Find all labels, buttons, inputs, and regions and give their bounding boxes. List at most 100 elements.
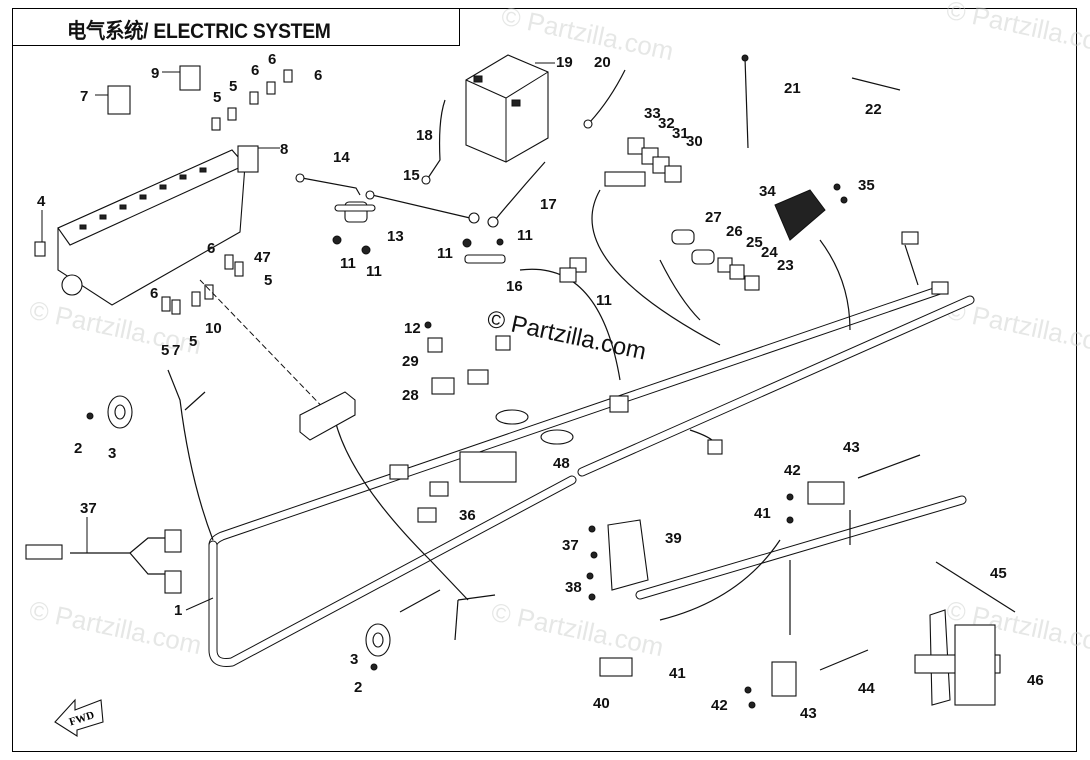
callout-6: 7 xyxy=(172,342,180,359)
relay-8 xyxy=(179,65,201,91)
callout-15: 16 xyxy=(506,278,523,295)
callout-3: 3 xyxy=(108,445,116,462)
callout-11: 12 xyxy=(404,320,421,337)
callout-25: 26 xyxy=(726,223,743,240)
callout-12: 13 xyxy=(387,228,404,245)
callout-38: 39 xyxy=(665,530,682,547)
callout-41: 41 xyxy=(754,505,771,522)
watermark: © Partzilla.com xyxy=(499,1,677,67)
relay-7 xyxy=(107,85,131,115)
diagram-frame xyxy=(12,8,1077,752)
callout-45: 46 xyxy=(1027,672,1044,689)
callout-43: 44 xyxy=(858,680,875,697)
callout-26: 27 xyxy=(705,209,722,226)
callout-7: 8 xyxy=(280,141,288,158)
callout-11: 11 xyxy=(437,245,453,262)
callout-11: 11 xyxy=(340,255,356,272)
callout-5: 5 xyxy=(229,78,237,95)
voltage-regulator xyxy=(774,183,848,241)
starter-solenoid xyxy=(332,201,376,255)
callout-2: 2 xyxy=(354,679,362,696)
callout-42: 43 xyxy=(800,705,817,722)
callout-6: 6 xyxy=(207,240,215,257)
misc-lower xyxy=(599,561,1016,706)
callout-22: 23 xyxy=(777,257,794,274)
fuse-relay-box xyxy=(34,65,336,421)
title-box: 电气系统/ ELECTRIC SYSTEM xyxy=(12,8,460,46)
callout-11: 11 xyxy=(366,263,382,280)
callout-4: 4 xyxy=(37,193,46,210)
callout-32: 33 xyxy=(644,105,661,122)
callout-11: 11 xyxy=(517,227,533,244)
callout-18: 19 xyxy=(556,54,573,71)
relay-7b xyxy=(237,145,259,173)
callout-8: 9 xyxy=(151,65,159,82)
callout-44: 45 xyxy=(990,565,1007,582)
callout-5: 5 xyxy=(213,89,221,106)
fuse-slots xyxy=(79,167,207,230)
callout-43: 43 xyxy=(843,439,860,456)
callout-5: 5 xyxy=(189,333,197,350)
callout-6: 6 xyxy=(314,67,322,84)
callout-1: 1 xyxy=(174,602,182,619)
callout-37: 38 xyxy=(565,579,582,596)
callout-9: 10 xyxy=(205,320,222,337)
callout-46: 47 xyxy=(254,249,271,266)
callout-33: 34 xyxy=(759,183,776,200)
fuse-block xyxy=(299,391,356,441)
horn-lower xyxy=(365,623,391,671)
callout-23: 24 xyxy=(761,244,778,261)
callout-20: 21 xyxy=(784,80,801,97)
callout-17: 18 xyxy=(416,127,433,144)
callout-40: 41 xyxy=(669,665,686,682)
callout-21: 22 xyxy=(865,101,882,118)
callout-6: 6 xyxy=(150,285,158,302)
fuse-4 xyxy=(34,241,46,257)
fwd-arrow-icon: FWD xyxy=(54,698,104,738)
terminal-block xyxy=(462,238,506,264)
speed-sensor-upper xyxy=(786,454,921,524)
callout-14: 15 xyxy=(403,167,420,184)
callout-6: 6 xyxy=(268,51,276,68)
callout-27: 28 xyxy=(402,387,419,404)
battery xyxy=(465,54,555,163)
callout-19: 20 xyxy=(594,54,611,71)
callout-35: 36 xyxy=(459,507,476,524)
callout-29: 30 xyxy=(686,133,703,150)
misc-connectors xyxy=(389,231,949,523)
callout-41: 42 xyxy=(711,697,728,714)
callout-34: 35 xyxy=(858,177,875,194)
callout-5: 5 xyxy=(161,342,169,359)
callout-39: 40 xyxy=(593,695,610,712)
watermarks: © Partzilla.com © Partzilla.com © Partzi… xyxy=(27,0,1090,662)
page-title: 电气系统/ ELECTRIC SYSTEM xyxy=(67,20,331,43)
callout-7: 7 xyxy=(80,88,88,105)
main-wire-harness xyxy=(167,189,975,667)
callout-36: 37 xyxy=(80,500,97,517)
callout-31: 32 xyxy=(658,115,675,132)
watermark: © Partzilla.com xyxy=(944,0,1090,60)
callout-13: 14 xyxy=(333,149,350,166)
callout-16: 17 xyxy=(540,196,557,213)
callout-3: 3 xyxy=(350,651,358,668)
horn-upper xyxy=(86,395,133,429)
ecu-module xyxy=(586,519,649,601)
battery-cables xyxy=(295,69,626,228)
callout-5: 5 xyxy=(264,272,272,289)
callout-47: 48 xyxy=(553,455,570,472)
callout-30: 31 xyxy=(672,125,689,142)
watermark: © Partzilla.com xyxy=(489,597,667,663)
callout-6: 6 xyxy=(251,62,259,79)
callout-10: 11 xyxy=(596,292,612,309)
callout-24: 25 xyxy=(746,234,763,251)
cable-tie xyxy=(741,54,901,149)
callout-42: 42 xyxy=(784,462,801,479)
callout-28: 29 xyxy=(402,353,419,370)
switch-wire-36 xyxy=(25,517,182,594)
switch-group xyxy=(671,229,760,291)
callouts: 1 2 2 3 3 4 5 5 5 5 5 6 6 6 6 6 7 7 8 9 … xyxy=(37,51,1044,722)
speed-sensor-lower xyxy=(744,649,869,709)
callout-37: 37 xyxy=(562,537,579,554)
callout-2: 2 xyxy=(74,440,82,457)
